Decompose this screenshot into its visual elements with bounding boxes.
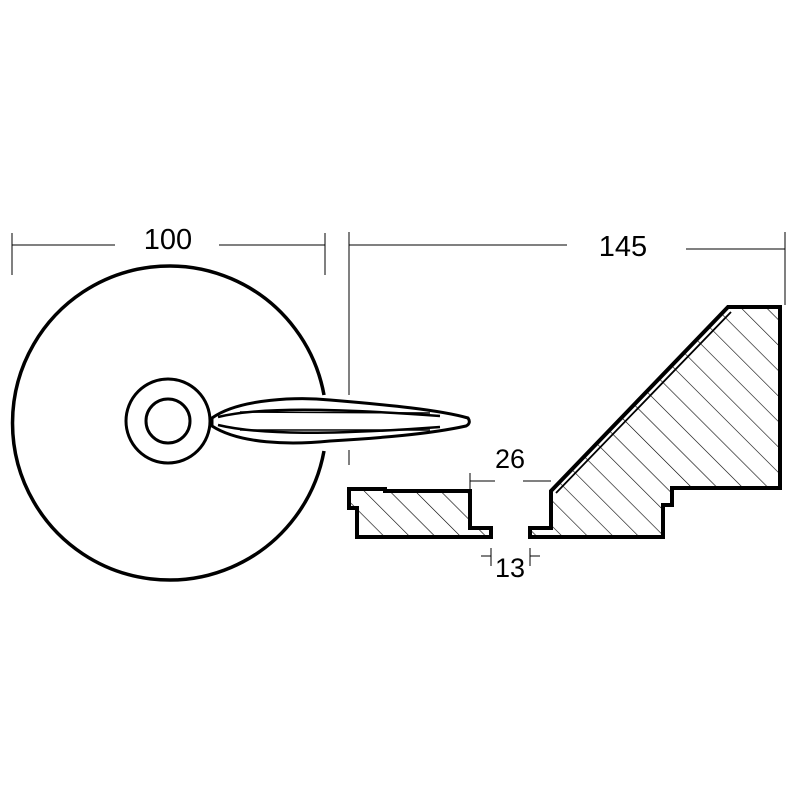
front-view: 100 [10,224,471,582]
dimension-side-length: 145 [349,231,786,305]
dimension-slot-opening: 13 [481,548,540,583]
dimension-label-145: 145 [599,231,647,263]
dimension-slot-width: 26 [469,444,551,491]
dimension-label-26: 26 [495,444,525,474]
side-section: 145 26 13 [347,231,786,583]
dimension-label-100: 100 [144,224,192,256]
anode-disc-outline [10,264,326,582]
dimension-front-width: 100 [11,224,326,275]
section-body [347,487,493,539]
anode-fin [210,397,471,445]
hub-inner-hole [144,397,192,445]
dimension-label-13: 13 [495,553,525,583]
section-body-ramp [528,305,782,539]
